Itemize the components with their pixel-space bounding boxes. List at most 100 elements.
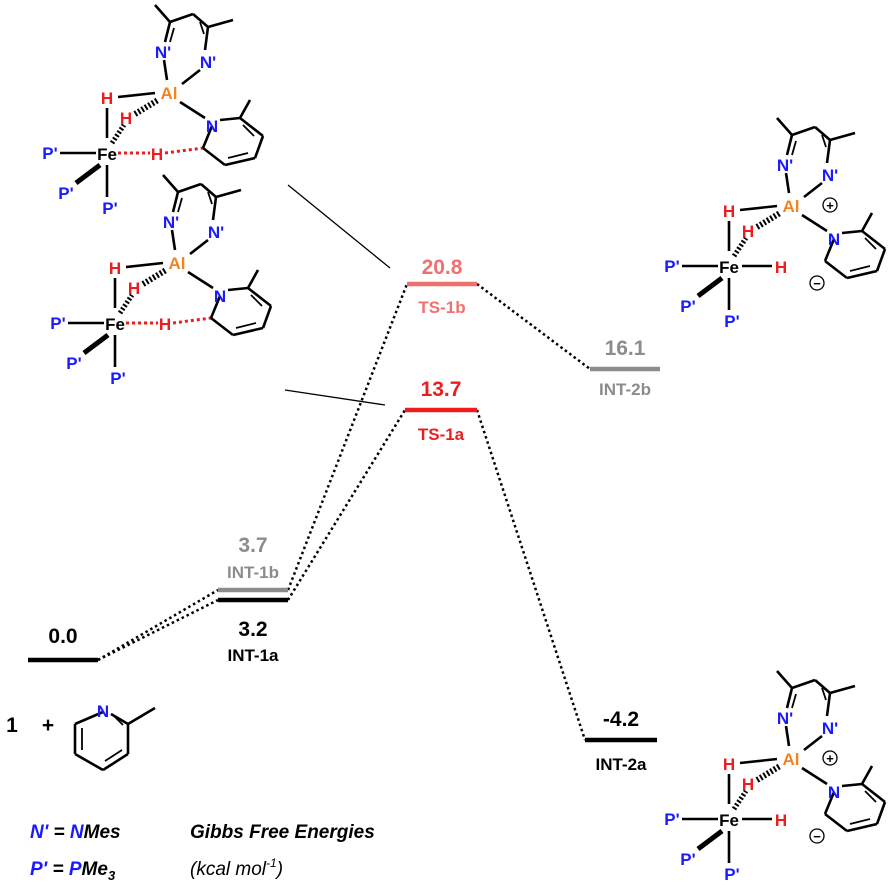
level-label-int2b: INT-2b	[599, 380, 651, 399]
atom-n-prime: N'	[822, 719, 838, 738]
atom-n: N	[97, 702, 109, 721]
legend-part: Mes	[84, 822, 121, 843]
atom-al: Al	[161, 84, 178, 103]
atom-fe: Fe	[719, 258, 739, 277]
legend-part: =	[47, 859, 69, 880]
legend-title: Gibbs Free Energies	[190, 822, 375, 843]
atom-p-prime: P'	[664, 810, 679, 829]
bond	[74, 163, 102, 185]
bond	[227, 286, 249, 292]
bond	[849, 265, 871, 272]
atom-p-prime: P'	[102, 199, 117, 218]
atom-h: H	[159, 315, 171, 334]
bond	[860, 212, 874, 232]
bond	[875, 248, 887, 272]
bond	[823, 238, 836, 262]
bond	[861, 229, 886, 251]
atom-h: H	[101, 89, 113, 108]
dotted-h-bond	[172, 316, 212, 325]
bond	[776, 117, 793, 136]
bond	[829, 684, 856, 695]
bond	[785, 134, 794, 156]
bond	[824, 259, 848, 280]
atom-n: N	[206, 117, 218, 136]
positive-charge-icon	[822, 750, 838, 766]
legend-part: N	[70, 822, 85, 843]
atom-n: N	[828, 783, 840, 802]
bond	[242, 124, 255, 137]
legend-part: P	[69, 859, 82, 880]
atom-n-prime: N'	[777, 156, 793, 175]
bond	[169, 27, 175, 43]
bond	[239, 116, 264, 138]
bond	[203, 26, 210, 51]
pointer-line-ts1a	[284, 389, 386, 406]
legend-part: =	[48, 822, 70, 843]
energy-value-int1a: 3.2	[238, 618, 267, 641]
atom-p-prime: P'	[42, 144, 57, 163]
bond	[739, 757, 778, 765]
atom-h: H	[775, 811, 787, 830]
connector-dotted	[97, 588, 219, 662]
hashed-bond	[755, 210, 782, 230]
bond	[181, 68, 201, 86]
atom-p-prime: P'	[724, 865, 739, 884]
bond	[171, 191, 180, 213]
bond	[814, 679, 831, 694]
bond	[791, 140, 797, 156]
connector-dotted	[476, 283, 591, 370]
atom-h: H	[723, 202, 735, 221]
connector-dotted	[286, 283, 409, 591]
picoline-molecule: N	[73, 702, 156, 772]
bond	[250, 294, 263, 307]
atom-p-prime: P'	[724, 312, 739, 331]
bond	[227, 152, 249, 159]
atom-n-prime: N'	[155, 43, 171, 62]
atom-n: N	[214, 287, 226, 306]
bond	[821, 687, 827, 701]
bond	[801, 766, 828, 786]
bond	[74, 710, 104, 726]
atom-p-prime: P'	[66, 354, 81, 373]
bond	[187, 270, 214, 290]
atom-p-prime: P'	[664, 257, 679, 276]
connector-dotted	[97, 598, 219, 662]
atom-h: H	[109, 259, 121, 278]
energy-value-start: 0.0	[48, 625, 77, 648]
plus-sign: +	[42, 714, 54, 737]
atom-fe: Fe	[97, 145, 117, 164]
atom-n: N	[828, 230, 840, 249]
bond	[246, 269, 260, 289]
legend-part: N'	[30, 822, 50, 843]
bond	[82, 333, 110, 355]
connector-dotted	[286, 409, 407, 601]
bond	[163, 21, 172, 43]
compound-1-label: 1	[6, 714, 18, 737]
bond	[238, 99, 252, 119]
atom-al: Al	[783, 197, 800, 216]
atom-n-prime: N'	[208, 223, 224, 242]
bond	[207, 18, 234, 29]
bond	[200, 183, 217, 198]
bond	[177, 182, 202, 194]
bond	[739, 204, 778, 212]
negative-charge: −	[813, 276, 821, 291]
bond	[841, 782, 863, 788]
atom-p-prime: P'	[680, 850, 695, 869]
negative-charge: −	[813, 829, 821, 844]
bond	[127, 706, 156, 726]
atom-h: H	[775, 258, 787, 277]
energy-value-ts1b: 20.8	[422, 256, 463, 279]
bond	[696, 276, 724, 298]
atom-n-prime: N'	[163, 213, 179, 232]
bond	[177, 197, 183, 213]
level-label-ts1b: TS-1b	[418, 298, 465, 317]
bond	[861, 782, 886, 804]
bond	[74, 752, 104, 772]
bond	[219, 116, 241, 122]
bond	[247, 286, 272, 308]
bond	[102, 752, 129, 772]
